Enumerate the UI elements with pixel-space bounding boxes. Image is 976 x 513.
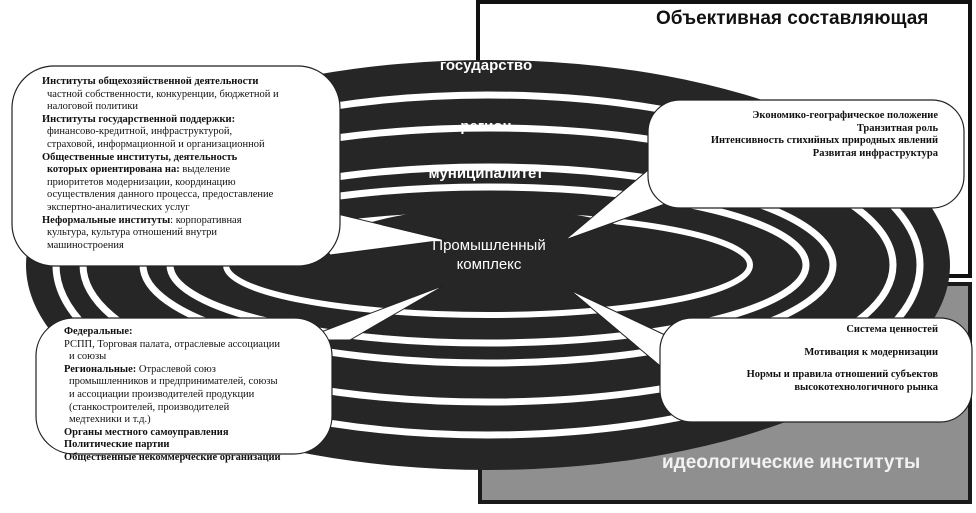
callout-top-left (11, 65, 341, 267)
tl-heading-3b: которых ориентирована на: (47, 164, 180, 176)
callout-top-right-text: Экономико-географическое положение Транз… (660, 110, 938, 160)
tl-text-3c: осуществления данного процесса, предоста… (47, 189, 274, 201)
bl-heading-4: Политические партии (64, 439, 170, 451)
tl-text-2b: страховой, информационной и организацион… (47, 138, 265, 150)
ring-label-municipality: муниципалитет (428, 165, 544, 182)
tr-line-1: Экономико-географическое положение (752, 110, 938, 121)
bl-text-1a: РСПП, Торговая палата, отраслевые ассоци… (64, 338, 280, 350)
industrial-complex-label: Промышленный комплекс (432, 236, 545, 274)
tl-text-1a: частной собственности, конкуренции, бюдж… (47, 88, 279, 100)
ring-label-region: регион (460, 118, 512, 135)
br-line-1: Система ценностей (846, 324, 938, 335)
tl-text-1b: налоговой политики (47, 101, 139, 113)
callout-top-right (647, 99, 965, 209)
tl-text-3b: приоритетов модернизации, координацию (47, 176, 236, 188)
bl-heading-1: Федеральные: (64, 326, 133, 337)
tl-text-4a: : корпоративная (170, 214, 242, 226)
tl-heading-2: Институты государственной поддержки: (42, 113, 236, 125)
callout-bottom-left-text: Федеральные: РСПП, Торговая палата, отра… (64, 326, 334, 465)
callout-top-left-text: Институты общехозяйственной деятельности… (42, 76, 332, 252)
ring-label-state: государство (439, 57, 533, 74)
bl-text-1b: и союзы (69, 351, 107, 363)
br-line-3a: Нормы и правила отношений субъектов (746, 369, 938, 381)
bl-text-2e: медтехники и т.д.) (69, 414, 151, 426)
tl-text-4b: культура, культура отношений внутри (47, 227, 218, 239)
bl-heading-5: Общественные некоммерческие организации (64, 451, 281, 463)
callout-bottom-left (35, 317, 333, 455)
core-line-1: Промышленный (432, 237, 546, 254)
bl-text-2c: и ассоциации производителей продукции (69, 388, 255, 400)
ideological-institutions-caption: идеологические институты (662, 452, 921, 473)
bl-text-2b: промышленников и предпринимателей, союзы (69, 376, 278, 388)
tl-text-3a: выделение (179, 164, 231, 176)
tl-heading-1: Институты общехозяйственной деятельности (42, 76, 259, 87)
tr-line-2: Транзитная роль (856, 122, 938, 134)
core-line-2: комплекс (456, 256, 522, 273)
tl-text-2a: финансово-кредитной, инфраструктурой, (47, 126, 233, 138)
tr-line-4: Развитая инфраструктура (812, 147, 938, 159)
objective-component-title: Объективная составляющая (656, 8, 929, 29)
bl-text-2a: Отраслевой союз (136, 363, 216, 375)
tl-heading-4: Неформальные институты (42, 214, 171, 226)
bl-text-2d: (станкостроителей, производителей (69, 401, 230, 413)
tl-text-4c: машиностроения (47, 239, 124, 251)
bl-heading-3: Органы местного самоуправления (64, 426, 229, 438)
tl-text-3d: экспертно-аналитических услуг (47, 201, 190, 213)
tr-line-3: Интенсивность стихийных природных явлени… (710, 135, 938, 147)
tl-heading-3a: Общественные институты, деятельность (42, 151, 238, 163)
br-line-2: Мотивация к модернизации (804, 346, 938, 358)
callout-bottom-right-text: Система ценностей Мотивация к модернизац… (672, 324, 938, 394)
callout-bottom-right (659, 317, 973, 423)
bl-heading-2: Региональные: (64, 363, 137, 375)
br-line-3b: высокотехнологичного рынка (794, 381, 938, 393)
